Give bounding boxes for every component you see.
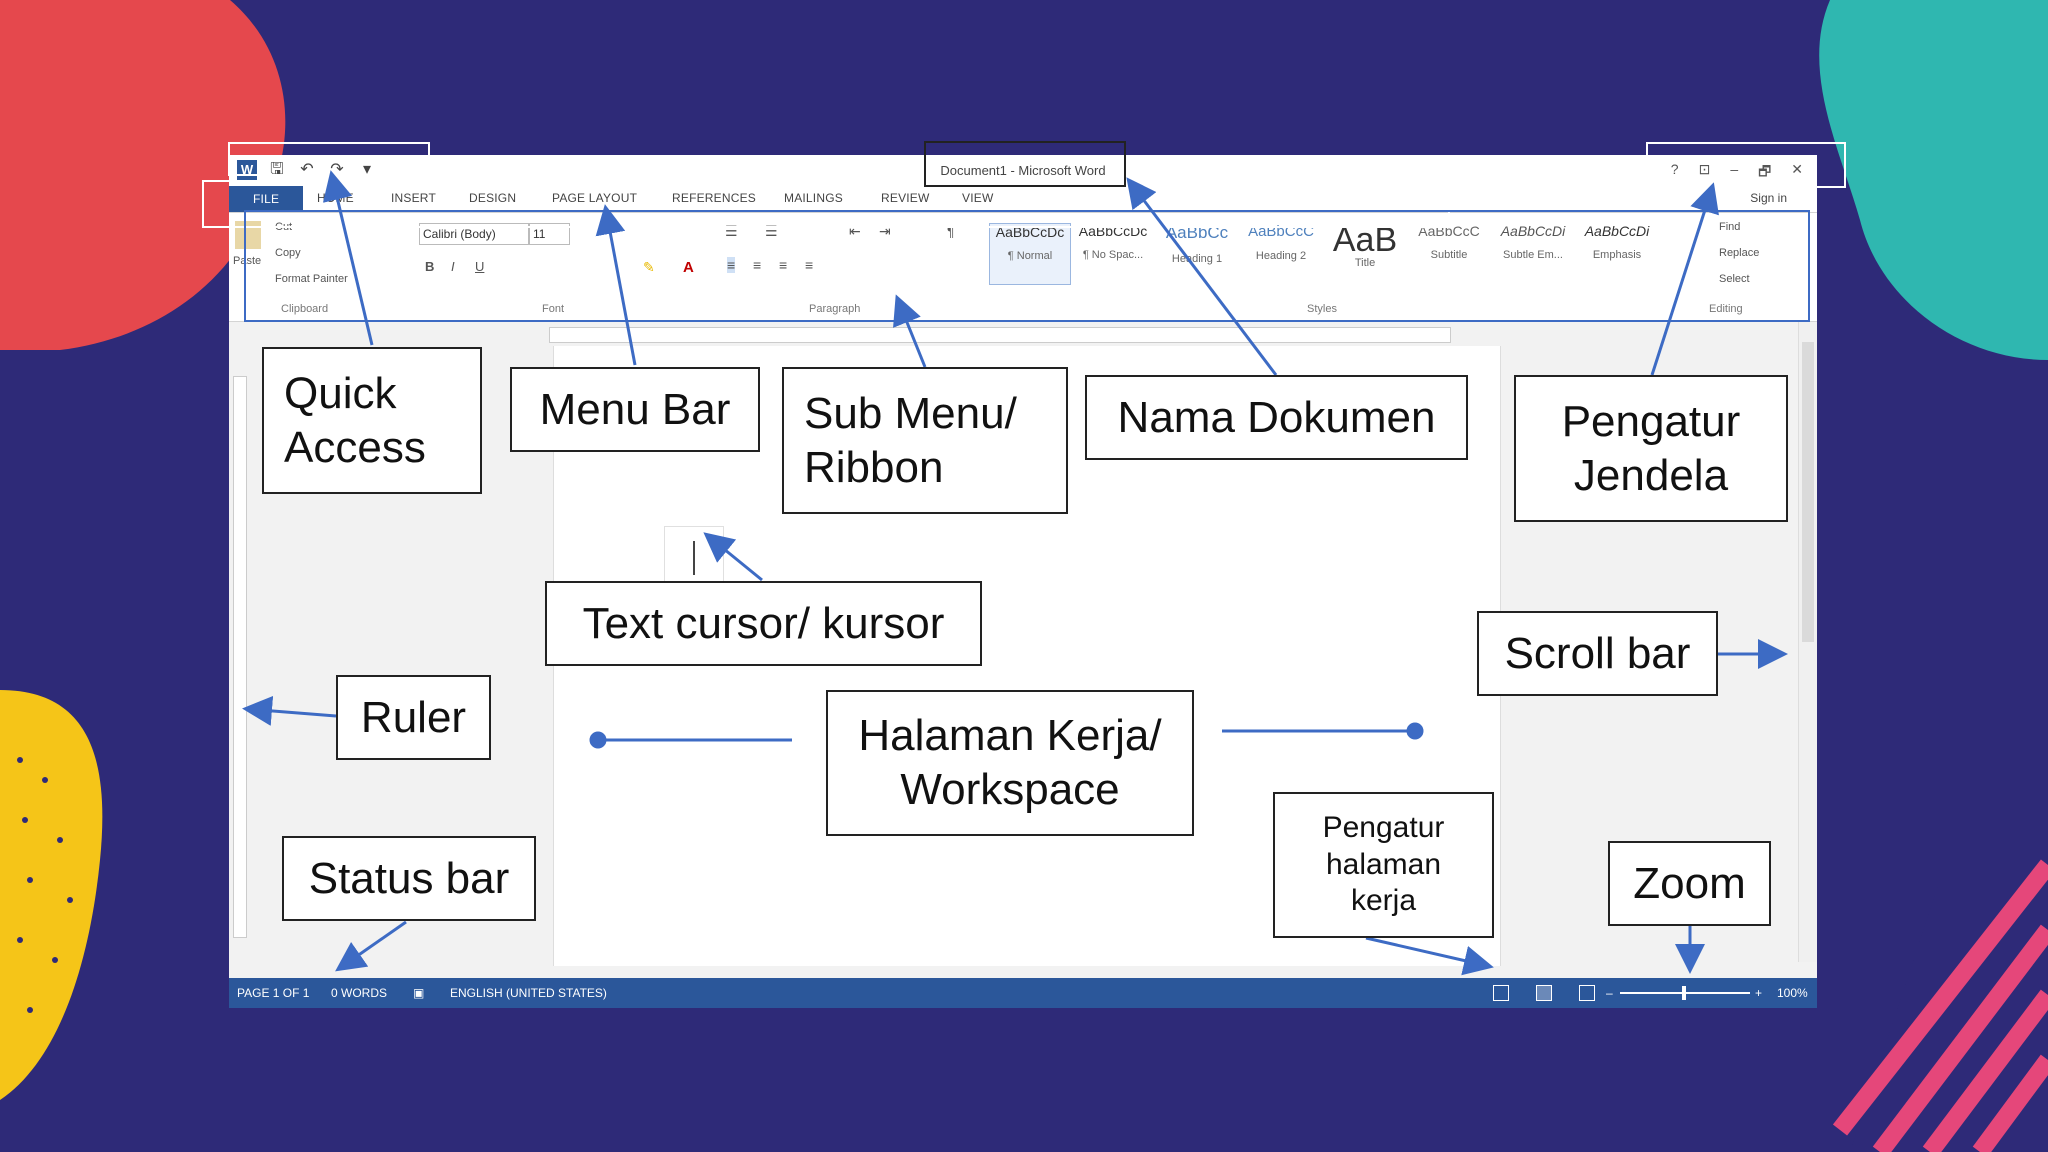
annotation-ribbon: Sub Menu/ Ribbon	[782, 367, 1068, 514]
ribbon: Paste Cut Copy Format Painter Clipboard …	[229, 213, 1817, 322]
sign-in-link[interactable]: Sign in	[1750, 191, 1787, 205]
styles-group-label: Styles	[1307, 303, 1337, 315]
window-controls-highlight	[1646, 142, 1846, 188]
web-layout-icon[interactable]	[1579, 985, 1595, 1001]
copy-button[interactable]: Copy	[275, 247, 301, 259]
annotation-quick-access: Quick Access	[262, 347, 482, 494]
scrollbar-thumb[interactable]	[1802, 342, 1814, 642]
find-button[interactable]: Find	[1719, 221, 1741, 233]
tab-mailings[interactable]: MAILINGS	[784, 191, 843, 205]
tab-references[interactable]: REFERENCES	[672, 191, 757, 205]
undo-icon[interactable]: ↶	[300, 161, 314, 178]
menu-bar-highlight	[202, 180, 1450, 228]
justify-icon[interactable]: ≡	[805, 257, 814, 273]
clipboard-group-label: Clipboard	[281, 303, 329, 315]
style-name: Subtitle	[1430, 249, 1468, 261]
annotation-menu-bar: Menu Bar	[510, 367, 760, 452]
menu-bar: FILE HOME INSERT DESIGN PAGE LAYOUT REFE…	[229, 186, 1817, 213]
style-name: ¶ Normal	[1007, 250, 1053, 262]
close-icon[interactable]: ✕	[1791, 161, 1803, 177]
style-name: Subtle Em...	[1503, 249, 1563, 261]
paste-icon[interactable]	[235, 221, 261, 249]
tab-insert[interactable]: INSERT	[391, 191, 436, 205]
style-preview: AaBbCcDi	[1584, 223, 1650, 239]
read-mode-icon[interactable]	[1493, 985, 1509, 1001]
annotation-ruler: Ruler	[336, 675, 491, 760]
zoom-level[interactable]: 100%	[1777, 986, 1808, 1000]
font-family-select[interactable]: Calibri (Body)	[419, 223, 529, 245]
document-title: Document1 - Microsoft Word	[940, 163, 1106, 178]
style-name: Title	[1354, 257, 1376, 269]
underline-button[interactable]: U	[475, 259, 485, 274]
font-group-label: Font	[542, 303, 565, 315]
style-preview: AaBbCcDi	[1500, 223, 1566, 239]
increase-indent-icon[interactable]: ⇥	[879, 223, 891, 239]
restore-icon[interactable]: 🗗	[1758, 163, 1772, 179]
tab-page-layout[interactable]: PAGE LAYOUT	[552, 191, 638, 205]
bold-button[interactable]: B	[425, 259, 435, 274]
status-bar: PAGE 1 OF 1 0 WORDS ▣ ENGLISH (UNITED ST…	[229, 978, 1817, 1008]
align-right-icon[interactable]: ≡	[779, 257, 788, 273]
style-name: ¶ No Spac...	[1082, 249, 1144, 261]
page-count[interactable]: PAGE 1 OF 1	[237, 986, 310, 1000]
document-title-highlight	[924, 141, 1126, 187]
ribbon-display-icon[interactable]: ⊡	[1698, 161, 1711, 177]
paragraph-group-label: Paragraph	[809, 303, 861, 315]
minimize-icon[interactable]: –	[1730, 161, 1739, 177]
italic-button[interactable]: I	[451, 259, 455, 274]
style-preview: AaBbCcDc	[995, 224, 1065, 240]
customize-icon[interactable]: ▾	[362, 161, 372, 178]
annotation-workspace: Halaman Kerja/ Workspace	[826, 690, 1194, 836]
tab-view[interactable]: VIEW	[962, 191, 994, 205]
annotation-status-bar: Status bar	[282, 836, 536, 921]
word-count[interactable]: 0 WORDS	[331, 986, 388, 1000]
tab-file[interactable]: FILE	[229, 186, 304, 212]
horizontal-ruler[interactable]	[229, 322, 1817, 346]
font-color-button[interactable]: A	[683, 259, 694, 276]
vertical-scrollbar[interactable]	[1798, 322, 1817, 962]
annotation-window-controls: Pengatur Jendela	[1514, 375, 1788, 522]
format-painter-button[interactable]: Format Painter	[275, 273, 348, 285]
pilcrow-icon[interactable]: ¶	[947, 223, 955, 239]
tab-design[interactable]: DESIGN	[469, 191, 517, 205]
language-status[interactable]: ENGLISH (UNITED STATES)	[450, 986, 607, 1000]
highlight-button[interactable]: ✎	[643, 259, 655, 275]
style-preview: AaB	[1332, 223, 1398, 257]
zoom-slider[interactable]	[1620, 986, 1750, 1000]
quick-access-highlight	[228, 142, 430, 176]
align-left-icon[interactable]: ≡	[727, 257, 736, 273]
annotation-page-view: Pengatur halaman kerja	[1273, 792, 1494, 938]
tab-review[interactable]: REVIEW	[881, 191, 930, 205]
font-size-select[interactable]: 11	[529, 223, 570, 245]
proofing-icon[interactable]: ▣	[413, 986, 425, 1000]
annotation-zoom: Zoom	[1608, 841, 1771, 926]
help-icon[interactable]: ?	[1670, 161, 1679, 177]
ribbon-highlight	[244, 210, 1810, 322]
print-layout-icon[interactable]	[1536, 985, 1552, 1001]
paste-button[interactable]: Paste	[233, 255, 262, 267]
editing-group-label: Editing	[1709, 303, 1743, 315]
align-center-icon[interactable]: ≡	[753, 257, 762, 273]
annotation-document-name: Nama Dokumen	[1085, 375, 1468, 460]
style-normal[interactable]: AaBbCcDc ¶ Normal	[989, 223, 1071, 285]
decrease-indent-icon[interactable]: ⇤	[849, 223, 861, 239]
zoom-in-icon[interactable]: +	[1755, 986, 1763, 1000]
annotation-text-cursor: Text cursor/ kursor	[545, 581, 982, 666]
ruler-track	[549, 327, 1451, 343]
select-button[interactable]: Select	[1719, 273, 1750, 285]
window-controls: ? ⊡ – 🗗 ✕	[1671, 161, 1803, 185]
annotation-scroll-bar: Scroll bar	[1477, 611, 1718, 696]
vertical-ruler[interactable]	[229, 346, 249, 958]
replace-button[interactable]: Replace	[1719, 247, 1760, 259]
style-name: Emphasis	[1592, 249, 1642, 261]
ruler-track	[233, 376, 247, 938]
save-icon[interactable]: 🖫	[270, 161, 284, 178]
zoom-out-icon[interactable]: –	[1606, 986, 1613, 1000]
